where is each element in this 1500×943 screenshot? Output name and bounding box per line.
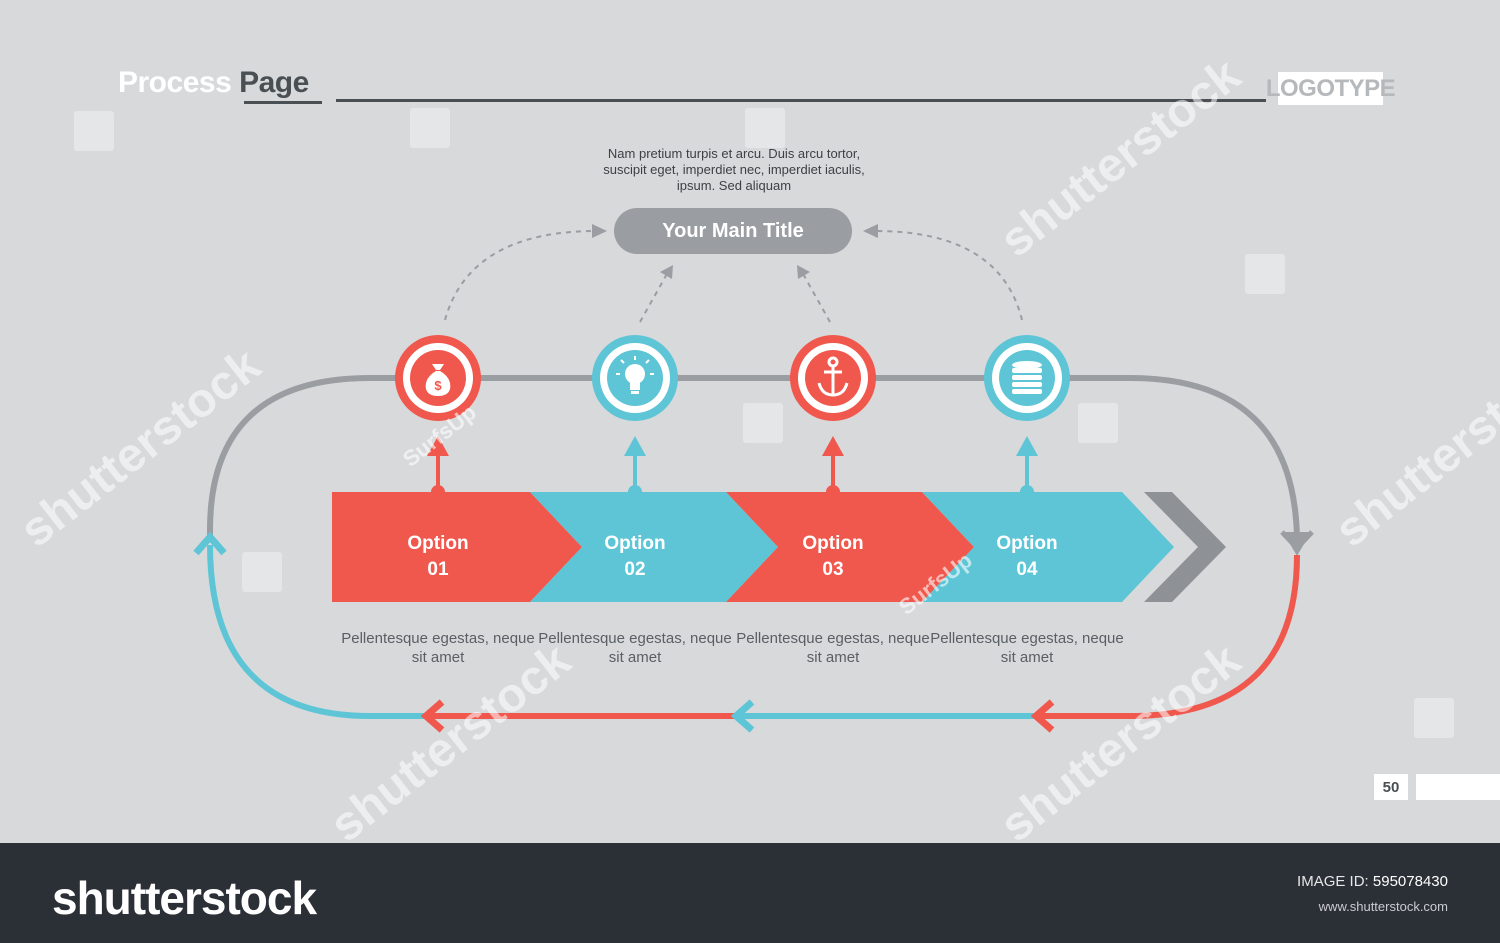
option-label-4-text: Option [996, 533, 1058, 554]
money-bag-icon: $ [425, 364, 451, 396]
page-title-word-1: Process [118, 66, 232, 99]
option-desc-1: Pellentesque egestas, neque sit amet [341, 630, 535, 666]
option-band-3 [726, 492, 974, 602]
option-desc-2: Pellentesque egestas, neque sit amet [538, 630, 732, 666]
option-label-2: Option 02 [565, 531, 705, 583]
dashed-connector-4 [871, 229, 1023, 321]
option-label-3-text: Option [802, 533, 864, 554]
main-title-pill: Your Main Title [614, 208, 852, 254]
dashed-arrowhead-4 [863, 224, 878, 238]
bottom-chevron-3 [420, 699, 445, 733]
option-band-2 [530, 492, 778, 602]
main-title-description: Nam pretium turpis et arcu. Duis arcu to… [603, 146, 865, 193]
option-label-2-number: 02 [624, 559, 646, 580]
dashed-connector-3 [801, 271, 831, 323]
watermark-tile [410, 108, 450, 148]
connector-1 [427, 436, 449, 499]
process-diagram: $ [193, 224, 1314, 733]
page-title: Process Page [118, 66, 309, 100]
page-title-word-2: Page [239, 66, 309, 99]
footer-logo: shutterstock [52, 872, 317, 924]
left-teal-track [207, 544, 430, 719]
header-rule [336, 99, 1266, 102]
dashed-arrowhead-1 [592, 224, 607, 238]
watermark-tile [242, 552, 282, 592]
connector-3 [822, 436, 844, 499]
bottom-chevron-1 [1030, 699, 1055, 733]
watermark-tile [1078, 403, 1118, 443]
option-label-3-number: 03 [822, 559, 844, 580]
watermark-tile [745, 108, 785, 148]
image-id: IMAGE ID: 595078430 [1297, 873, 1448, 890]
watermark-tile [74, 111, 114, 151]
slide: Process Page LOGOTYPE [10, 48, 1500, 853]
option-desc-4: Pellentesque egestas, neque sit amet [930, 630, 1124, 666]
connector-2 [624, 436, 646, 499]
dashed-arrowhead-3 [797, 265, 810, 279]
logotype: LOGOTYPE [1266, 72, 1396, 105]
option-label-1: Option 01 [368, 531, 508, 583]
watermark-tile [1245, 254, 1285, 294]
dashed-arrowhead-2 [660, 265, 673, 279]
right-red-track [1040, 554, 1300, 719]
anchor-icon [817, 356, 849, 397]
page-number-bar [1416, 774, 1500, 800]
option-label-3: Option 03 [763, 531, 903, 583]
watermark-tile [743, 403, 783, 443]
image-id-value: 595078430 [1372, 873, 1448, 890]
svg-text:$: $ [434, 378, 442, 393]
title-underline [244, 101, 322, 104]
page-number: 50 [1374, 774, 1408, 800]
dashed-connector-1 [444, 229, 601, 321]
right-down-chevron [1280, 530, 1314, 552]
option-label-4-number: 04 [1016, 559, 1038, 580]
option-label-1-text: Option [407, 533, 469, 554]
image-id-label: IMAGE ID: [1297, 873, 1369, 890]
option-desc-3: Pellentesque egestas, neque sit amet [736, 630, 930, 666]
option-label-4: Option 04 [957, 531, 1097, 583]
footer: shutterstock IMAGE ID: 595078430 www.shu… [0, 843, 1500, 943]
option-label-1-number: 01 [427, 559, 449, 580]
lightbulb-icon [616, 356, 654, 394]
footer-url[interactable]: www.shutterstock.com [1318, 899, 1448, 914]
dashed-connector-2 [639, 271, 669, 323]
left-up-chevron [193, 531, 227, 556]
option-band-1 [332, 492, 582, 602]
watermark-tile [1414, 698, 1454, 738]
connector-4 [1016, 436, 1038, 499]
option-band-4 [922, 492, 1174, 602]
bottom-chevron-2 [730, 699, 755, 733]
end-chevron [1144, 492, 1226, 602]
coins-stack-icon [1012, 361, 1042, 394]
option-label-2-text: Option [604, 533, 666, 554]
